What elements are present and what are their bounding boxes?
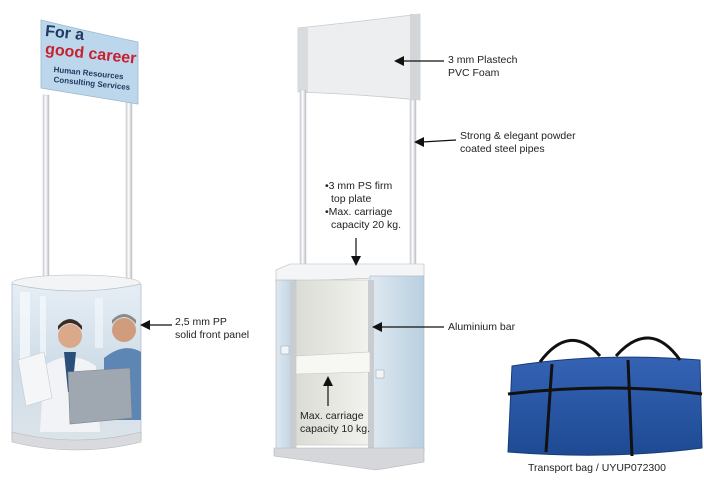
label-front-panel-line2: solid front panel [175,329,250,341]
label-top-plate-line1: •3 mm PS firm [325,180,393,192]
label-top-plate: •3 mm PS firm top plate •Max. carriage c… [325,180,401,232]
header-sign [40,19,139,105]
label-pipes-line2: coated steel pipes [460,143,545,155]
middle-left-pole [299,89,307,271]
label-bag: Transport bag / UYUP072300 [528,462,666,474]
label-top-plate-line3: •Max. carriage [325,206,393,218]
label-shelf-line2: capacity 10 kg. [300,423,371,435]
arrow-top-plate-icon [351,256,361,266]
arrow-plastech-icon [394,56,404,66]
label-pipes-line1: Strong & elegant powder [460,130,576,142]
label-plastech: 3 mm Plastech PVC Foam [448,54,517,80]
aluminium-bar-left [290,282,296,452]
arrow-pipes-icon [414,137,424,147]
label-shelf: Max. carriage capacity 10 kg. [300,410,370,436]
label-top-plate-line2: top plate [331,193,372,205]
counter-base [11,431,142,451]
middle-shelf [295,351,371,375]
label-front-panel-line1: 2,5 mm PP [175,316,227,328]
label-front-panel: 2,5 mm PP solid front panel [175,316,249,342]
middle-right-pole [409,99,417,271]
arrow-alu-bar-icon [372,322,382,332]
right-pole [125,97,133,284]
arrow-front-panel-icon [140,320,150,330]
arrow-shelf-icon [323,376,333,386]
pvc-header-panel [297,13,421,101]
label-shelf-line1: Max. carriage [300,410,364,422]
middle-counter-right-panel [369,275,425,453]
left-pole [42,94,50,286]
label-alu-bar: Aluminium bar [448,321,516,333]
transport-bag [507,356,703,456]
middle-counter-base [273,447,425,471]
aluminium-bar-right [368,280,374,452]
label-pipes: Strong & elegant powder coated steel pip… [460,130,576,156]
label-plastech-line2: PVC Foam [448,67,500,79]
label-top-plate-line4: capacity 20 kg. [331,219,402,231]
label-plastech-line1: 3 mm Plastech [448,54,518,66]
